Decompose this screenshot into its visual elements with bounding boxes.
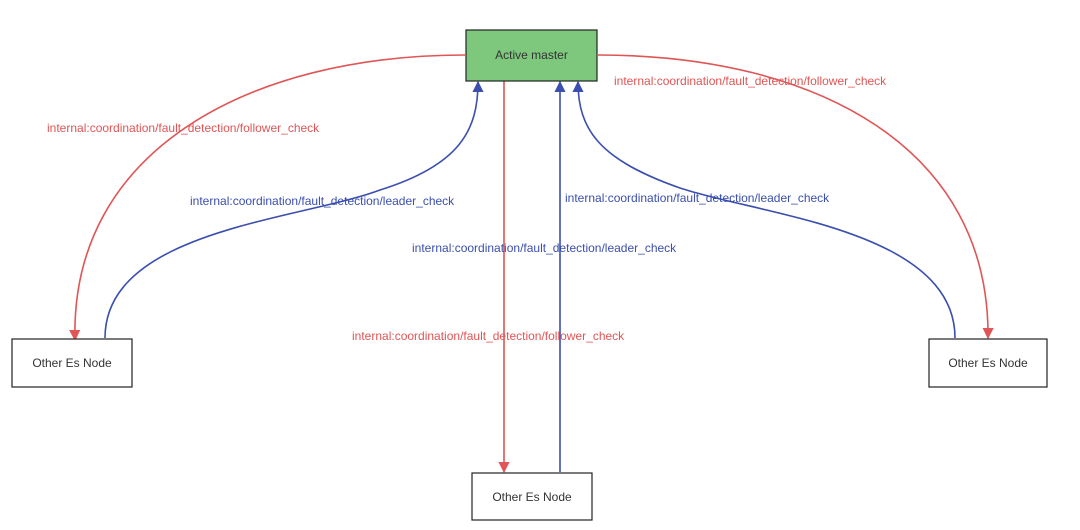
leader-check-label-bottom: internal:coordination/fault_detection/le… — [412, 241, 677, 255]
active-master-label: Active master — [495, 48, 568, 62]
follower-check-edge-right — [597, 54, 994, 340]
es-node-left: Other Es Node — [11, 338, 133, 388]
leader-check-label-right: internal:coordination/fault_detection/le… — [565, 191, 830, 205]
follower-check-label-bottom: internal:coordination/fault_detection/fo… — [352, 329, 625, 343]
leader-check-edge-left — [104, 80, 484, 339]
follower-check-label-left: internal:coordination/fault_detection/fo… — [47, 121, 320, 135]
follower-check-edge-left — [69, 54, 466, 342]
es-node-left-label: Other Es Node — [32, 356, 112, 370]
leader-check-label-left: internal:coordination/fault_detection/le… — [190, 194, 455, 208]
active-master-node: Active master — [465, 29, 598, 82]
follower-check-label-right: internal:coordination/fault_detection/fo… — [614, 74, 887, 88]
leader-check-edge-right — [572, 80, 956, 339]
es-node-right-label: Other Es Node — [948, 356, 1028, 370]
es-node-bottom-label: Other Es Node — [492, 490, 572, 504]
es-node-right: Other Es Node — [928, 338, 1048, 388]
es-node-bottom: Other Es Node — [471, 472, 593, 521]
